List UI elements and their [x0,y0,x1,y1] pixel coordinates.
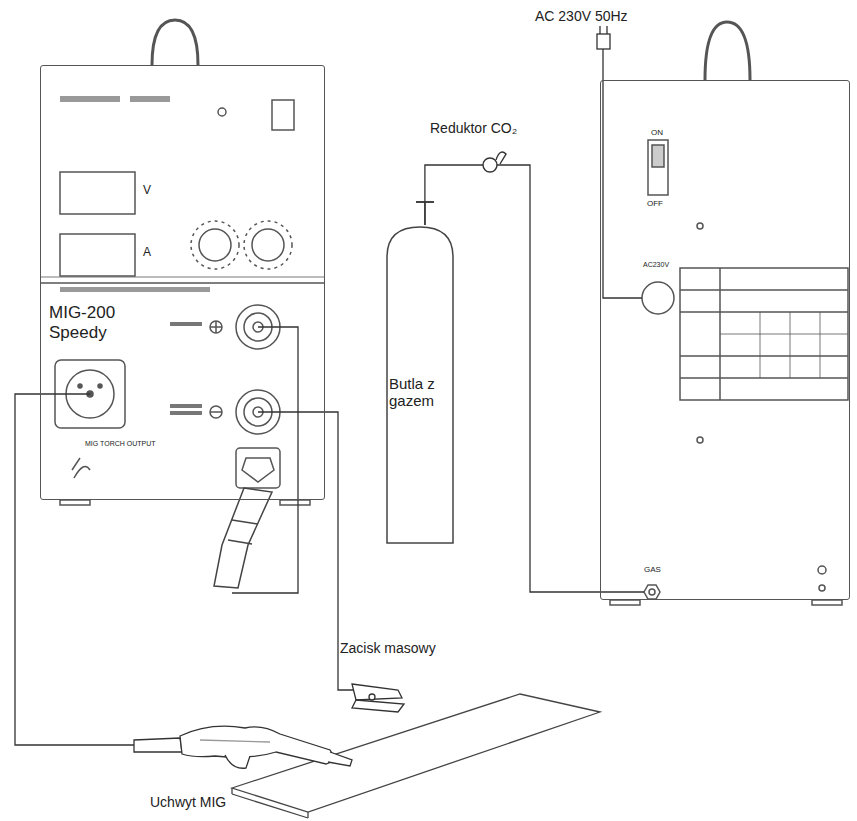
lamp [218,108,226,116]
volt-meter [60,172,135,214]
print-strip [130,96,170,102]
torch-connector [214,488,272,588]
rear-switch [648,140,668,195]
foot [812,600,842,605]
foot [610,600,640,605]
torch-label: Uchwyt MIG [150,794,226,810]
reducer-knob [496,152,506,164]
plate-edge [232,794,308,818]
wire [232,327,298,593]
welder-rear-panel: ON OFF AC230V GAS [600,80,850,600]
foot [280,500,310,505]
print-strip [170,404,202,408]
minus-symbol [210,406,222,418]
torch-connector-ring [228,540,252,544]
fuse [819,585,825,591]
node-text: Butla z gazem [389,375,451,410]
gun-trigger [225,755,250,768]
mig-gun [134,726,352,768]
welder-rear [610,22,848,605]
rating-plate-line [680,311,848,313]
cord [603,49,642,298]
rating-plate [680,268,848,400]
wires [15,327,356,745]
co2-reducer [483,152,506,172]
gun-hose-end [134,738,182,752]
print-strip [60,96,120,102]
plate-edge [231,788,232,794]
plate-edge [307,812,308,818]
torch-outlet-nut [242,458,274,482]
torch-connector-ring [232,520,258,524]
plug [597,34,610,49]
rating-plate-line [680,289,848,291]
screw [697,437,703,443]
reducer-gauge [483,158,497,172]
rear-switch-rocker [652,145,664,167]
power-supply-label: AC 230V 50Hz [535,8,628,24]
node-text: MIG-200 Speedy [49,303,144,342]
rating-plate-line [720,334,848,335]
torch-connector-body [214,488,272,588]
handle [705,22,750,80]
knob-scale [244,221,292,269]
node-text: MIG TORCH OUTPUT [85,440,156,448]
rating-plate-line [790,312,791,378]
node-text: A [143,246,151,260]
gun-nozzle [328,752,352,766]
gun-grip-line [200,740,270,742]
clamp-label: Zacisk masowy [340,640,436,656]
node-text: AC230V [643,261,669,269]
clamp-jaw [352,684,402,700]
rating-plate-line [820,312,821,378]
foot [60,500,90,505]
knob [199,229,231,261]
clamp-jaw [352,700,404,712]
minus-symbol [210,411,222,413]
node-text: GAS [644,565,661,574]
rating-plate-line [680,377,848,379]
node-text: V [143,184,151,198]
gun-body [180,726,336,764]
print-strip [60,287,210,292]
rating-plate-line [680,355,848,357]
gas-port [644,585,660,599]
fuse [818,566,826,574]
node-text: OFF [647,199,663,208]
workpiece [232,694,600,818]
welder-front-panel: MIG-200 Speedy V A MIG TORCH OUTPUT [40,65,325,500]
power-cord [597,26,644,592]
plug-prong [606,26,607,34]
gas-hose-end [600,591,644,592]
power-switch [272,100,294,130]
node-text: ON [651,128,663,137]
print-strip [170,322,202,326]
welder-front [40,20,325,505]
print-strip [170,411,202,415]
reducer-label: Reduktor CO₂ [430,120,517,136]
screw [697,223,703,229]
pin [98,384,102,388]
ground-clamp [352,684,404,712]
panel-divider [40,282,325,284]
handle [152,20,198,65]
torch-outlet [236,448,280,488]
torch-icon [72,458,90,478]
bottle-body [387,227,453,543]
rating-plate-line [760,312,761,378]
amp-meter [60,234,135,276]
knob-scale [191,221,239,269]
plus-symbol [215,321,217,333]
power-socket [642,282,674,314]
clamp-pivot [369,694,375,700]
knob [252,229,284,261]
gas-bottle: Butla z gazem [385,225,455,545]
gas-port-hole [649,589,655,595]
plus-symbol [210,321,222,333]
plug-prong [599,26,600,34]
pin [78,384,82,388]
